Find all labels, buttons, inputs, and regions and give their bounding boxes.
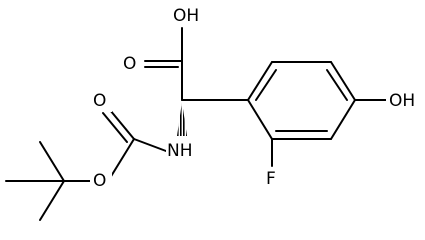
atom-label-carboxyl-o: O	[123, 54, 136, 74]
bond-tbu-me-up	[39, 141, 65, 182]
bond-layer	[5, 27, 387, 221]
atom-labels: OH O NH O O F OH	[90, 4, 420, 192]
atom-label-carbamate-o-ester: O	[93, 171, 106, 191]
ring-bond-4	[330, 99, 356, 140]
label-mask-carbamate-o	[90, 90, 112, 112]
ring-bond-3	[330, 61, 356, 101]
label-mask-ester-o	[90, 170, 112, 192]
ring-bond-1-inner	[255, 69, 277, 101]
atom-label-amine-nh: NH	[167, 141, 193, 161]
atom-label-phenol-oh: OH	[389, 91, 415, 111]
label-mask-cooh-o	[120, 53, 142, 75]
atom-label-fluorine: F	[266, 169, 276, 189]
atom-label-carboxyl-oh: OH	[173, 6, 199, 26]
bond-carbamate-o-b	[102, 112, 128, 143]
bond-nh-carbamate	[133, 138, 167, 152]
label-mask-phenol-oh	[386, 89, 420, 111]
label-mask-f	[264, 168, 282, 190]
label-mask-nh	[166, 139, 194, 161]
bond-carbamate-o-a	[109, 109, 135, 140]
ring-bond-3-inner	[326, 69, 348, 101]
hashed-wedge-bond	[177, 102, 187, 136]
bond-carbamate-oester	[109, 138, 135, 179]
bond-tbu-me-down	[39, 180, 65, 221]
label-mask-cooh-oh	[170, 4, 202, 26]
ring-bond-1	[247, 61, 273, 101]
ring-bond-6	[247, 99, 273, 140]
atom-label-carbamate-o-double: O	[93, 91, 106, 111]
